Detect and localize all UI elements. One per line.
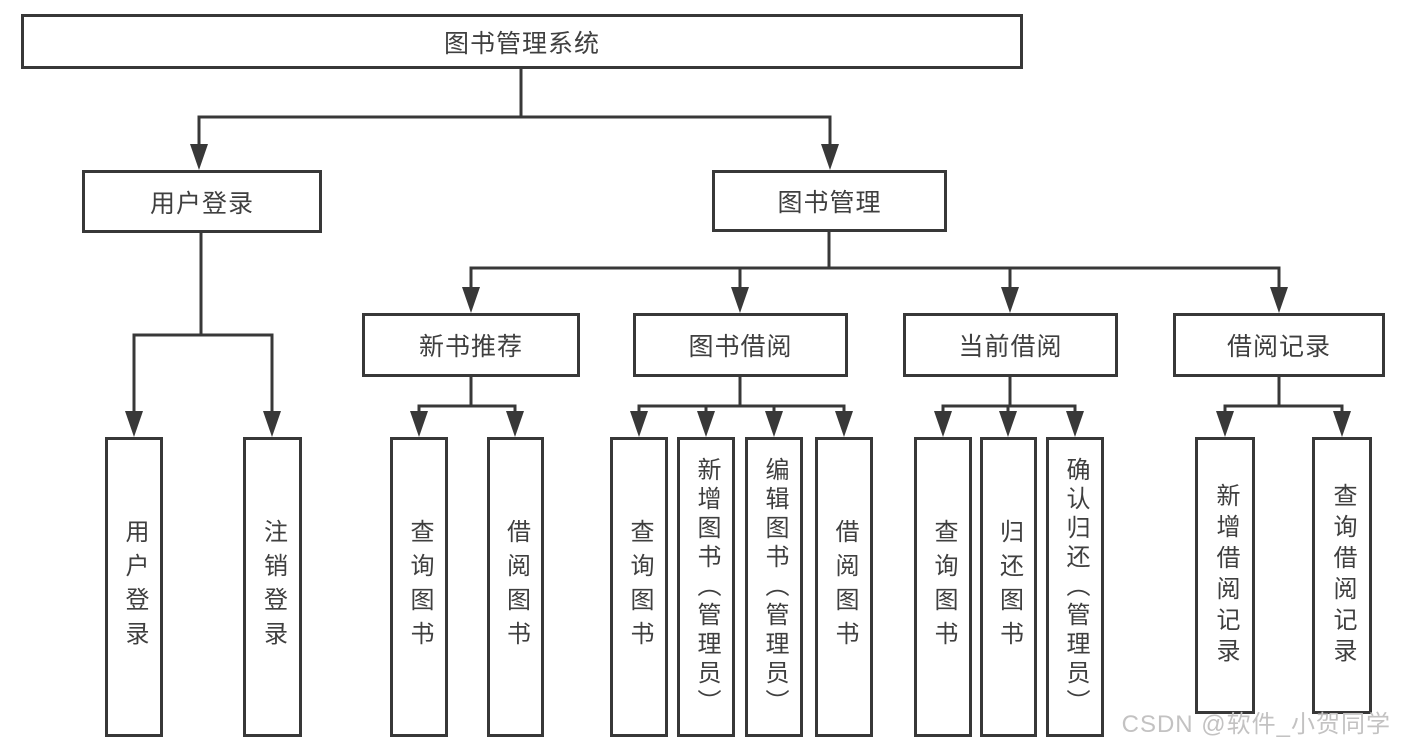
leaf-logout-label: 注销登录 — [259, 519, 287, 655]
leaf-recommend-query-books-label: 查询图书 — [406, 519, 433, 655]
leaf-borrow-borrow-books: 借阅图书 — [815, 437, 873, 737]
leaf-borrow-query-books: 查询图书 — [610, 437, 668, 737]
leaf-confirm-return-admin-label: 确认归还（管理员） — [1062, 456, 1089, 718]
leaf-current-query-books-label: 查询图书 — [930, 519, 957, 655]
leaf-recommend-borrow-books-label: 借阅图书 — [502, 519, 530, 655]
leaf-add-borrow-record: 新增借阅记录 — [1195, 437, 1255, 714]
leaf-confirm-return-admin: 确认归还（管理员） — [1046, 437, 1104, 737]
leaf-query-borrow-record: 查询借阅记录 — [1312, 437, 1372, 714]
node-book-borrow: 图书借阅 — [633, 313, 848, 377]
node-new-book-recommend: 新书推荐 — [362, 313, 580, 377]
leaf-return-books: 归还图书 — [980, 437, 1037, 737]
leaf-user-login: 用户登录 — [105, 437, 163, 737]
leaf-user-login-label: 用户登录 — [121, 519, 148, 655]
leaf-query-borrow-record-label: 查询借阅记录 — [1329, 482, 1356, 669]
leaf-add-books-admin: 新增图书（管理员） — [677, 437, 735, 737]
node-book-management: 图书管理 — [712, 170, 947, 232]
connector-strokes — [132, 69, 1344, 414]
leaf-add-borrow-record-label: 新增借阅记录 — [1212, 482, 1239, 669]
leaf-logout: 注销登录 — [243, 437, 302, 737]
connector-arrowheads — [125, 144, 1351, 437]
leaf-current-query-books: 查询图书 — [914, 437, 972, 737]
leaf-edit-books-admin-label: 编辑图书（管理员） — [761, 456, 788, 718]
leaf-add-books-admin-label: 新增图书（管理员） — [693, 456, 720, 718]
leaf-borrow-query-books-label: 查询图书 — [626, 519, 653, 655]
leaf-return-books-label: 归还图书 — [995, 519, 1023, 655]
watermark: CSDN @软件_小贺同学 — [1121, 711, 1391, 738]
leaf-borrow-borrow-books-label: 借阅图书 — [831, 519, 858, 655]
leaf-edit-books-admin: 编辑图书（管理员） — [745, 437, 803, 737]
node-borrow-record: 借阅记录 — [1173, 313, 1385, 377]
node-root-system: 图书管理系统 — [21, 14, 1023, 69]
leaf-recommend-query-books: 查询图书 — [390, 437, 448, 737]
leaf-recommend-borrow-books: 借阅图书 — [487, 437, 544, 737]
node-current-borrow: 当前借阅 — [903, 313, 1118, 377]
node-user-login: 用户登录 — [82, 170, 322, 233]
